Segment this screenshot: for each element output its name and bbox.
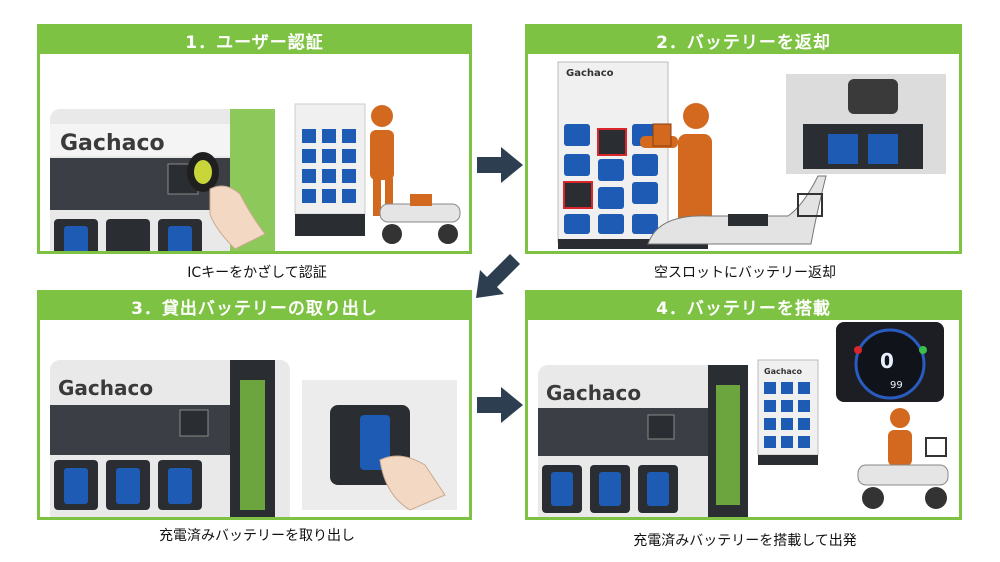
scooter-icon [379,194,461,244]
step-3-caption: 充電済みバッテリーを取り出し [159,528,355,544]
step-2-caption: 空スロットにバッテリー返却 [654,265,836,281]
step-1-panel: 1．ユーザー認証 Gachaco [37,24,472,254]
step-4-title: 4．バッテリーを搭載 [528,293,959,320]
step-1-caption: ICキーをかざして認証 [187,265,327,281]
gachaco-logo: Gachaco [60,131,165,156]
meter-speed: 0 [880,349,894,373]
svg-text:Gachaco: Gachaco [764,367,803,376]
step-3-panel: 3．貸出バッテリーの取り出し Gachaco [37,290,472,520]
step-2-panel: 2．バッテリーを返却 Gachaco [525,24,962,254]
step-2-illustration: Gachaco [528,54,959,251]
step-2-title: 2．バッテリーを返却 [528,27,959,54]
small-logo: Gachaco [566,68,614,79]
hand-icon [379,455,446,511]
step-4-panel: 4．バッテリーを搭載 Gachaco Gachaco [525,290,962,520]
speed-meter: 0 99 [836,322,944,402]
step-1-illustration: Gachaco [40,54,469,251]
scooter-icon [647,175,827,245]
step-4-caption: 充電済みバッテリーを搭載して出発 [633,533,857,549]
person-icon [640,103,712,224]
gachaco-logo: Gachaco [546,381,641,405]
ic-key-icon [187,152,219,192]
arrow-down-left-icon [476,254,520,298]
battery-slots [542,465,678,513]
step-4-illustration: Gachaco Gachaco [528,320,959,517]
gachaco-logo: Gachaco [58,376,153,400]
step-3-illustration: Gachaco [40,320,469,517]
person-icon [888,408,912,466]
person-icon [370,105,394,216]
meter-battery: 99 [890,380,903,391]
hand-icon [209,185,266,250]
arrow-right-icon [477,387,523,423]
scooter-icon [857,437,949,509]
battery-slots [54,460,202,510]
step-3-title: 3．貸出バッテリーの取り出し [40,293,469,320]
step-1-title: 1．ユーザー認証 [40,27,469,54]
battery-slots [54,219,202,251]
battery-slots [563,124,658,234]
arrow-right-icon [477,147,523,183]
